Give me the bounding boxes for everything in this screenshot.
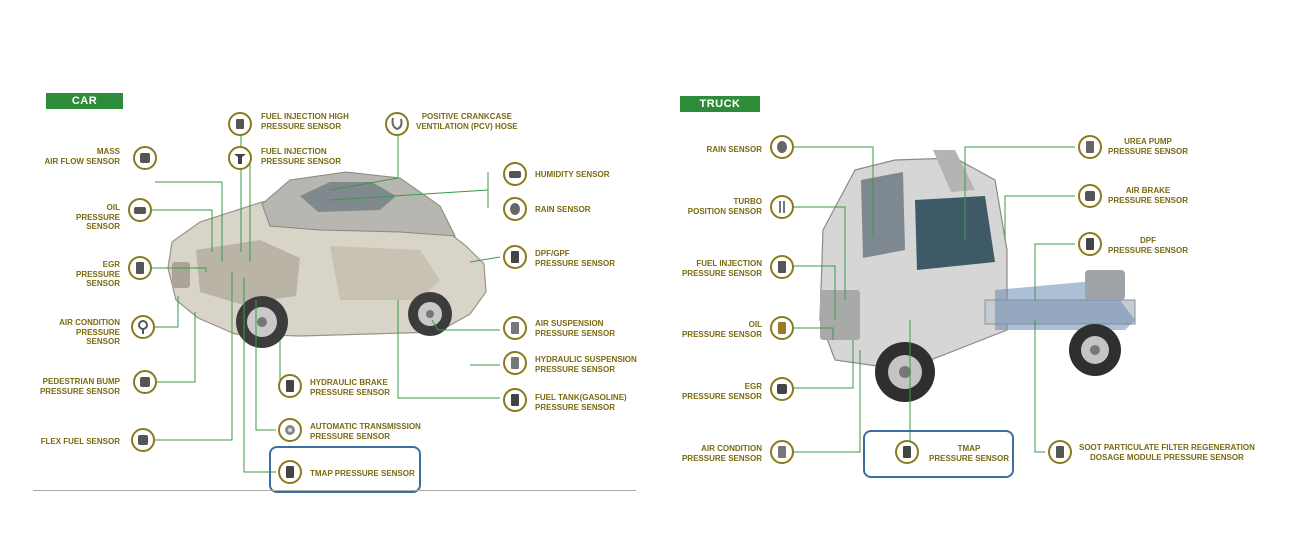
car-illustration bbox=[152, 134, 501, 473]
oil-pressure-sensor-icon bbox=[770, 316, 794, 340]
air-brake-pressure-sensor-icon bbox=[1078, 184, 1102, 208]
label-automatic-transmission: AUTOMATIC TRANSMISSION PRESSURE SENSOR bbox=[310, 422, 421, 441]
rain-sensor-icon bbox=[503, 197, 527, 221]
label-dpf: DPF PRESSURE SENSOR bbox=[1108, 236, 1189, 255]
label-turbo: TURBO POSITION SENSOR bbox=[687, 197, 762, 216]
turbo-position-sensor-icon bbox=[770, 195, 794, 219]
urea-pump-pressure-sensor-icon bbox=[1078, 135, 1102, 159]
label-mass-air-flow: MASS AIR FLOW SENSOR bbox=[44, 147, 120, 166]
label-rain: RAIN SENSOR bbox=[535, 205, 591, 214]
pcv-hose-icon bbox=[385, 112, 409, 136]
dpf-pressure-sensor-icon bbox=[1078, 232, 1102, 256]
label-hydraulic-brake: HYDRAULIC BRAKE PRESSURE SENSOR bbox=[310, 378, 391, 397]
label-tmap: TMAP PRESSURE SENSOR bbox=[310, 469, 415, 478]
label-air-condition: AIR CONDITION PRESSURE SENSOR bbox=[681, 444, 762, 463]
label-dpf-gpf: DPF/GPF PRESSURE SENSOR bbox=[535, 249, 616, 268]
pedestrian-bump-pressure-sensor-icon bbox=[133, 370, 157, 394]
car-baseline-divider bbox=[33, 490, 636, 491]
tmap-highlight-box bbox=[269, 446, 421, 493]
car-tag: CAR bbox=[46, 93, 123, 109]
label-humidity: HUMIDITY SENSOR bbox=[535, 170, 610, 179]
label-soot-filter: SOOT PARTICULATE FILTER REGENERATION DOS… bbox=[1079, 443, 1255, 462]
label-tmap: TMAP PRESSURE SENSOR bbox=[929, 444, 1010, 463]
tmap-highlight-box bbox=[863, 430, 1014, 478]
air-condition-pressure-sensor-icon bbox=[770, 440, 794, 464]
flex-fuel-sensor-icon bbox=[131, 428, 155, 452]
label-fuel-injection: FUEL INJECTION PRESSURE SENSOR bbox=[681, 259, 762, 278]
humidity-sensor-icon bbox=[503, 162, 527, 186]
soot-filter-pressure-sensor-icon bbox=[1048, 440, 1072, 464]
label-pedestrian-bump: PEDESTRIAN BUMP PRESSURE SENSOR bbox=[39, 377, 120, 396]
truck-panel: TRUCK bbox=[655, 0, 1310, 538]
hydraulic-suspension-pressure-sensor-icon bbox=[503, 351, 527, 375]
hydraulic-brake-pressure-sensor-icon bbox=[278, 374, 302, 398]
label-oil: OIL PRESSURE SENSOR bbox=[75, 203, 120, 231]
fuel-injection-pressure-sensor-icon bbox=[770, 255, 794, 279]
label-air-condition: AIR CONDITION PRESSURE SENSOR bbox=[59, 318, 120, 346]
fuel-injection-pressure-sensor-icon bbox=[228, 146, 252, 170]
rain-sensor-icon bbox=[770, 135, 794, 159]
oil-pressure-sensor-icon bbox=[128, 198, 152, 222]
label-pcv-hose: POSITIVE CRANKCASE VENTILATION (PCV) HOS… bbox=[416, 112, 518, 131]
tmap-pressure-sensor-icon bbox=[895, 440, 919, 464]
dpf-gpf-pressure-sensor-icon bbox=[503, 245, 527, 269]
label-egr: EGR PRESSURE SENSOR bbox=[75, 260, 120, 288]
egr-pressure-sensor-icon bbox=[128, 256, 152, 280]
fuel-injection-high-pressure-sensor-icon bbox=[228, 112, 252, 136]
air-suspension-pressure-sensor-icon bbox=[503, 316, 527, 340]
label-air-brake: AIR BRAKE PRESSURE SENSOR bbox=[1108, 186, 1189, 205]
mass-air-flow-sensor-icon bbox=[133, 146, 157, 170]
label-oil: OIL PRESSURE SENSOR bbox=[681, 320, 762, 339]
label-egr: EGR PRESSURE SENSOR bbox=[681, 382, 762, 401]
label-flex-fuel: FLEX FUEL SENSOR bbox=[40, 437, 120, 446]
truck-illustration bbox=[793, 146, 1136, 453]
tmap-pressure-sensor-icon bbox=[278, 460, 302, 484]
automatic-transmission-pressure-sensor-icon bbox=[278, 418, 302, 442]
truck-tag: TRUCK bbox=[680, 96, 760, 112]
label-fuel-injection-high: FUEL INJECTION HIGH PRESSURE SENSOR bbox=[261, 112, 349, 131]
air-condition-pressure-sensor-icon bbox=[131, 315, 155, 339]
label-hydraulic-suspension: HYDRAULIC SUSPENSION PRESSURE SENSOR bbox=[535, 355, 637, 374]
label-rain: RAIN SENSOR bbox=[706, 145, 762, 154]
car-panel: CAR bbox=[33, 93, 637, 493]
egr-pressure-sensor-icon bbox=[770, 377, 794, 401]
fuel-tank-pressure-sensor-icon bbox=[503, 388, 527, 412]
label-fuel-tank: FUEL TANK(GASOLINE) PRESSURE SENSOR bbox=[535, 393, 627, 412]
label-air-suspension: AIR SUSPENSION PRESSURE SENSOR bbox=[535, 319, 616, 338]
label-urea-pump: UREA PUMP PRESSURE SENSOR bbox=[1108, 137, 1189, 156]
label-fuel-injection: FUEL INJECTION PRESSURE SENSOR bbox=[261, 147, 342, 166]
